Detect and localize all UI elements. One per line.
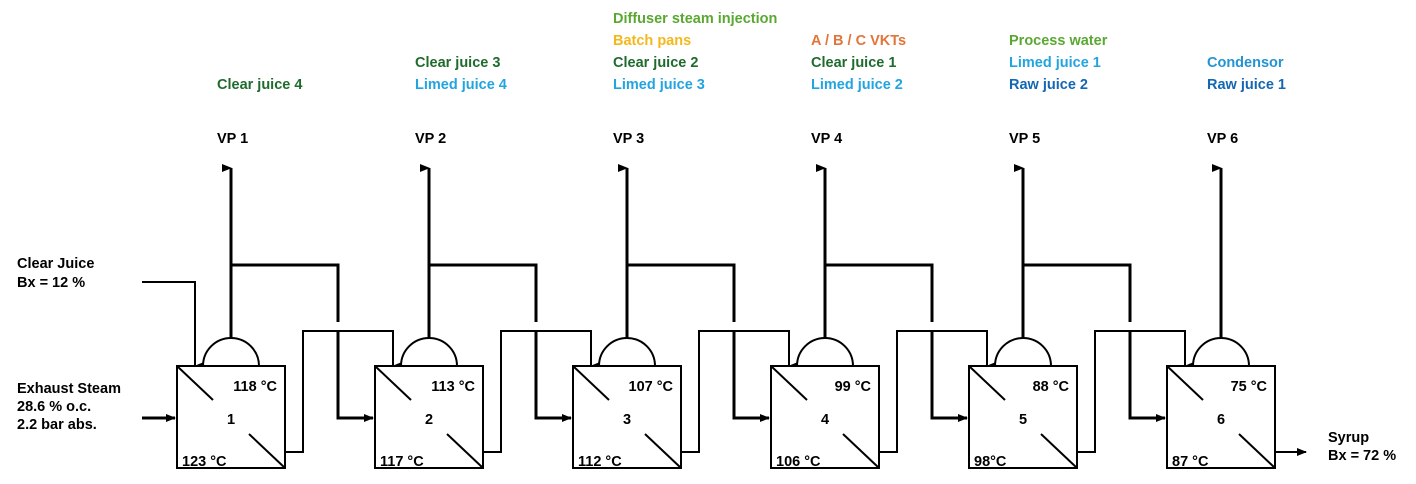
diagonal-bottom	[1238, 433, 1276, 469]
diagonal-bottom	[644, 433, 682, 469]
vapour-to-next-effect-line	[732, 330, 770, 422]
diagonal-top	[1166, 365, 1204, 401]
effect-number: 6	[1217, 412, 1225, 428]
diagonal-top	[572, 365, 610, 401]
consumer-label: Limed juice 2	[811, 77, 903, 93]
clear-juice-feed-line	[142, 281, 204, 370]
juice-temperature: 98°C	[974, 454, 1007, 470]
effect-3: 3 107 °C 112 °C VP 3 Diffuser steam injectio…	[572, 11, 798, 470]
vapour-dome	[796, 337, 854, 367]
exhaust-steam-input-label: Exhaust Steam 28.6 % o.c. 2.2 bar abs.	[17, 381, 121, 433]
vapour-dome	[598, 337, 656, 367]
clear-juice-input-label: Clear Juice Bx = 12 %	[17, 256, 94, 291]
syrup-brix: Bx = 72 %	[1328, 448, 1396, 464]
vapour-bleed-line	[429, 263, 538, 322]
vapour-label: VP 3	[613, 131, 644, 147]
juice-temperature: 123 °C	[182, 454, 227, 470]
consumer-label: Clear juice 1	[811, 55, 896, 71]
juice-transfer-line	[879, 330, 996, 453]
vapour-label: VP 5	[1009, 131, 1040, 147]
effect-1: 1 118 °C 123 °C VP 1 Clear juice 4	[176, 77, 402, 470]
exhaust-steam-pressure: 2.2 bar abs.	[17, 417, 97, 433]
effects-layer: 1 118 °C 123 °C VP 1 Clear juice 4 2 113 °C 117…	[176, 11, 1286, 470]
consumer-label: Raw juice 2	[1009, 77, 1088, 93]
vapour-to-next-effect-line	[930, 330, 968, 422]
vapour-dome	[400, 337, 458, 367]
diagonal-top	[770, 365, 808, 401]
vapour-dome	[202, 337, 260, 367]
vapour-dome	[994, 337, 1052, 367]
vapour-temperature: 99 °C	[835, 379, 872, 395]
effect-2: 2 113 °C 117 °C VP 2 Clear juice 3 Limed juic…	[374, 55, 600, 470]
juice-temperature: 112 °C	[578, 454, 622, 470]
consumer-label: Process water	[1009, 33, 1108, 49]
diagonal-bottom	[842, 433, 880, 469]
consumer-label: Batch pans	[613, 33, 691, 49]
vapour-temperature: 75 °C	[1231, 379, 1268, 395]
juice-transfer-line	[483, 330, 600, 453]
vapour-temperature: 118 °C	[233, 379, 277, 395]
consumer-label: Raw juice 1	[1207, 77, 1286, 93]
consumer-label: Clear juice 3	[415, 55, 500, 71]
effect-number: 1	[227, 412, 235, 428]
vapour-label: VP 1	[217, 131, 248, 147]
consumer-label: Limed juice 1	[1009, 55, 1101, 71]
consumer-label: Clear juice 2	[613, 55, 698, 71]
consumer-label: Clear juice 4	[217, 77, 302, 93]
juice-transfer-line	[1077, 330, 1194, 453]
exhaust-steam-oc: 28.6 % o.c.	[17, 399, 91, 415]
vapour-bleed-line	[627, 263, 736, 322]
exhaust-steam-label: Exhaust Steam	[17, 381, 121, 397]
consumer-label: Condensor	[1207, 55, 1284, 71]
vapour-temperature: 107 °C	[629, 379, 674, 395]
diagonal-bottom	[1040, 433, 1078, 469]
juice-transfer-line	[681, 330, 798, 453]
vapour-temperature: 113 °C	[431, 379, 475, 395]
vapour-to-next-effect-line	[336, 330, 374, 422]
clear-juice-brix: Bx = 12 %	[17, 275, 85, 291]
juice-temperature: 87 °C	[1172, 454, 1209, 470]
effect-number: 3	[623, 412, 631, 428]
vapour-label: VP 2	[415, 131, 446, 147]
syrup-label: Syrup	[1328, 430, 1369, 446]
vapour-bleed-line	[825, 263, 934, 322]
vapour-label: VP 4	[811, 131, 842, 147]
vapour-to-next-effect-line	[534, 330, 572, 422]
vapour-label: VP 6	[1207, 131, 1238, 147]
consumer-label: A / B / C VKTs	[811, 33, 906, 49]
diagonal-bottom	[248, 433, 286, 469]
diagonal-bottom	[446, 433, 484, 469]
consumer-label: Limed juice 3	[613, 77, 705, 93]
vapour-bleed-line	[1023, 263, 1132, 322]
effect-number: 5	[1019, 412, 1027, 428]
effect-number: 4	[821, 412, 829, 428]
juice-transfer-line	[285, 330, 402, 453]
effect-number: 2	[425, 412, 433, 428]
clear-juice-label: Clear Juice	[17, 256, 94, 272]
juice-temperature: 117 °C	[380, 454, 424, 470]
diagonal-top	[176, 365, 214, 401]
diagonal-top	[374, 365, 412, 401]
vapour-dome	[1192, 337, 1250, 367]
syrup-output-label: Syrup Bx = 72 %	[1328, 430, 1396, 464]
juice-temperature: 106 °C	[776, 454, 821, 470]
vapour-temperature: 88 °C	[1033, 379, 1070, 395]
vapour-to-next-effect-line	[1128, 330, 1166, 422]
vapour-bleed-line	[231, 263, 340, 322]
diagonal-top	[968, 365, 1006, 401]
consumer-label: Diffuser steam injection	[613, 11, 777, 27]
consumer-label: Limed juice 4	[415, 77, 507, 93]
